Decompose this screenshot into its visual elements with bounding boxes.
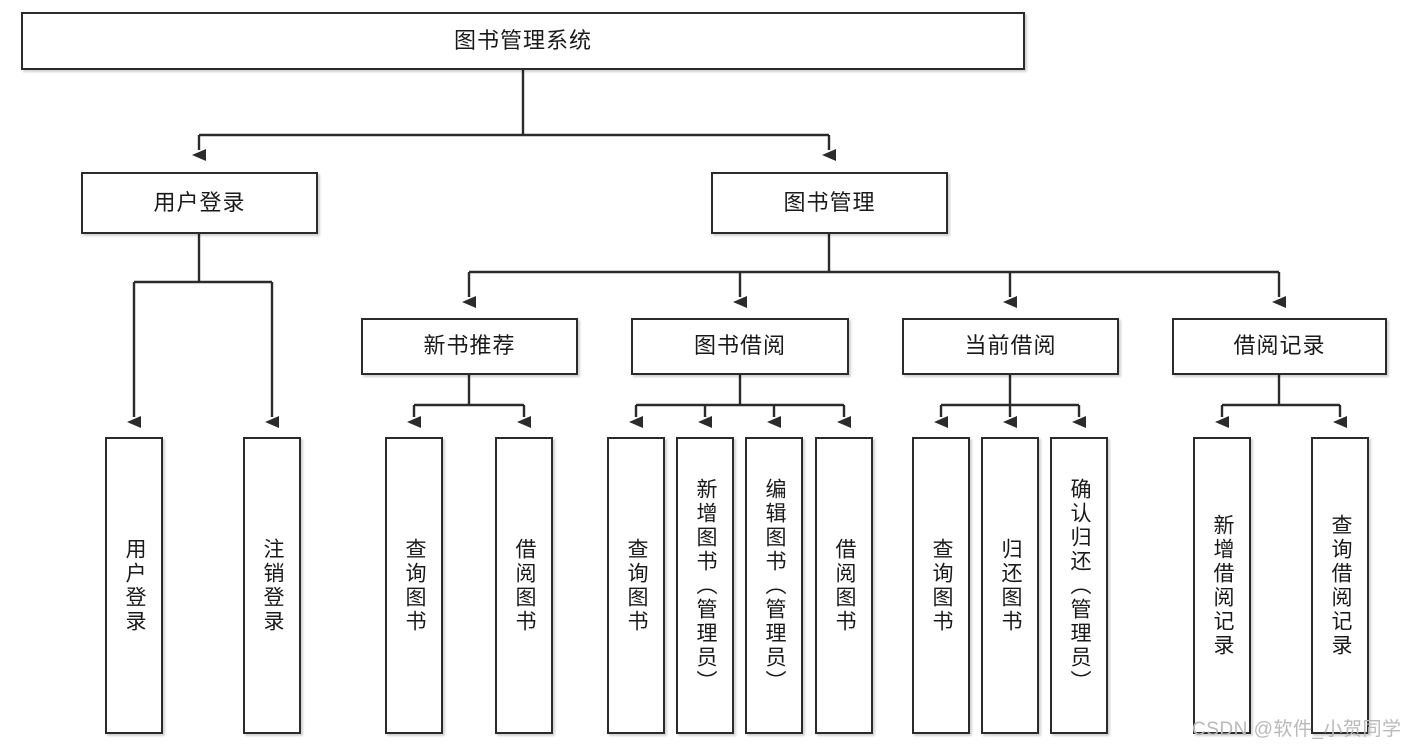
node-new-book-rec[interactable]: 新书推荐: [361, 318, 578, 375]
node-borrow-record-label: 借阅记录: [1233, 333, 1326, 359]
node-leaf-confirm-return-label: 确认归还（管理员）: [1068, 477, 1092, 694]
node-leaf-edit-book-label: 编辑图书（管理员）: [763, 477, 787, 694]
node-leaf-query-record-label: 查询借阅记录: [1329, 513, 1353, 658]
node-user-login-label: 用户登录: [153, 189, 246, 215]
node-leaf-borrow-book-1-label: 借阅图书: [513, 537, 537, 634]
node-leaf-return-book[interactable]: 归还图书: [981, 437, 1039, 734]
node-leaf-query-record[interactable]: 查询借阅记录: [1311, 437, 1369, 734]
node-book-manage[interactable]: 图书管理: [711, 172, 948, 234]
node-leaf-user-logout-label: 注销登录: [261, 537, 285, 634]
node-leaf-add-book[interactable]: 新增图书（管理员）: [676, 437, 734, 734]
node-book-manage-label: 图书管理: [783, 189, 876, 215]
node-root[interactable]: 图书管理系统: [21, 12, 1025, 70]
node-leaf-user-login[interactable]: 用户登录: [105, 437, 163, 734]
node-user-login[interactable]: 用户登录: [81, 172, 318, 234]
node-current-borrow-label: 当前借阅: [964, 333, 1057, 359]
node-leaf-query-book-1[interactable]: 查询图书: [385, 437, 443, 734]
node-root-label: 图书管理系统: [453, 27, 592, 53]
node-leaf-add-record-label: 新增借阅记录: [1211, 513, 1235, 658]
node-leaf-borrow-book-1[interactable]: 借阅图书: [495, 437, 553, 734]
node-leaf-user-login-label: 用户登录: [123, 537, 147, 634]
node-borrow-record[interactable]: 借阅记录: [1172, 318, 1387, 375]
node-current-borrow[interactable]: 当前借阅: [902, 318, 1119, 375]
node-leaf-add-book-label: 新增图书（管理员）: [694, 477, 718, 694]
node-leaf-query-book-3-label: 查询图书: [930, 537, 954, 634]
node-leaf-edit-book[interactable]: 编辑图书（管理员）: [745, 437, 803, 734]
csdn-watermark: CSDN @软件_小贺同学: [1192, 719, 1402, 740]
node-new-book-rec-label: 新书推荐: [423, 333, 516, 359]
node-leaf-borrow-book-2-label: 借阅图书: [833, 537, 857, 634]
node-leaf-query-book-2-label: 查询图书: [625, 537, 649, 634]
node-book-borrow[interactable]: 图书借阅: [631, 318, 849, 375]
node-book-borrow-label: 图书借阅: [693, 333, 786, 359]
node-leaf-return-book-label: 归还图书: [999, 537, 1023, 634]
node-leaf-add-record[interactable]: 新增借阅记录: [1193, 437, 1251, 734]
node-leaf-user-logout[interactable]: 注销登录: [243, 437, 301, 734]
node-leaf-query-book-1-label: 查询图书: [403, 537, 427, 634]
node-leaf-borrow-book-2[interactable]: 借阅图书: [815, 437, 873, 734]
node-leaf-query-book-3[interactable]: 查询图书: [912, 437, 970, 734]
node-leaf-confirm-return[interactable]: 确认归还（管理员）: [1050, 437, 1108, 734]
node-leaf-query-book-2[interactable]: 查询图书: [607, 437, 665, 734]
